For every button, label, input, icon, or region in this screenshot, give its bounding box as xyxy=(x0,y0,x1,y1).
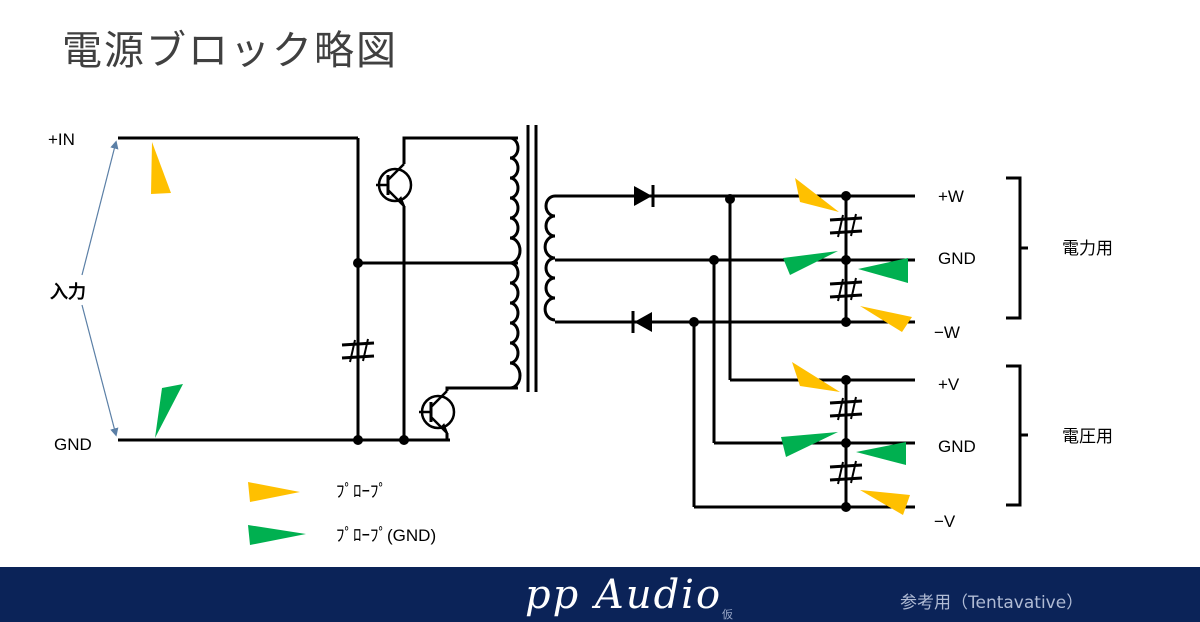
gnd-w-label: GND xyxy=(938,249,976,268)
input-capacitor xyxy=(341,338,375,363)
diode-top xyxy=(634,185,655,207)
gnd-in-label: GND xyxy=(54,435,92,454)
legend-probe-gnd-label: ﾌﾟﾛｰﾌﾟ(GND) xyxy=(336,526,436,545)
primary-coil xyxy=(509,136,522,390)
page-title: 電源ブロック略図 xyxy=(62,28,398,74)
legend-probe-label: ﾌﾟﾛｰﾌﾟ xyxy=(336,482,387,501)
input-arrow-down xyxy=(81,304,119,437)
input-wiring xyxy=(118,136,518,445)
junction-dot xyxy=(353,435,363,445)
probe-gnd-markers xyxy=(155,251,908,465)
brand-small-mark: 仮 xyxy=(722,608,733,621)
output-capacitors xyxy=(829,213,863,485)
power-group-label: 電力用 xyxy=(1062,239,1113,258)
plus-in-label: +IN xyxy=(48,130,75,149)
input-arrow-up xyxy=(81,140,119,276)
legend-probe-swatch xyxy=(248,482,300,502)
circuit-diagram: +IN GND 入力 xyxy=(48,125,1113,545)
footer-bar xyxy=(0,567,1200,622)
minus-w-label: −W xyxy=(934,323,960,342)
junction-dot xyxy=(353,258,363,268)
secondary-coil xyxy=(543,194,556,322)
minus-v-label: −V xyxy=(934,512,956,531)
input-label: 入力 xyxy=(50,282,86,302)
plus-v-label: +V xyxy=(938,375,960,394)
diode-bottom xyxy=(631,311,652,333)
power-brace xyxy=(1006,176,1028,320)
legend-probe-gnd-swatch xyxy=(248,525,306,545)
plus-w-label: +W xyxy=(938,187,964,206)
brand-logo: pp Audio xyxy=(525,572,723,618)
voltage-brace xyxy=(1006,364,1028,507)
legend: ﾌﾟﾛｰﾌﾟ ﾌﾟﾛｰﾌﾟ(GND) xyxy=(248,482,436,545)
reference-note: 参考用（Tentavative） xyxy=(900,593,1084,613)
gnd-v-label: GND xyxy=(938,437,976,456)
transistor-bottom xyxy=(419,386,518,440)
probe-markers xyxy=(151,142,912,515)
voltage-group-label: 電圧用 xyxy=(1062,427,1113,446)
transistor-top xyxy=(376,136,518,440)
